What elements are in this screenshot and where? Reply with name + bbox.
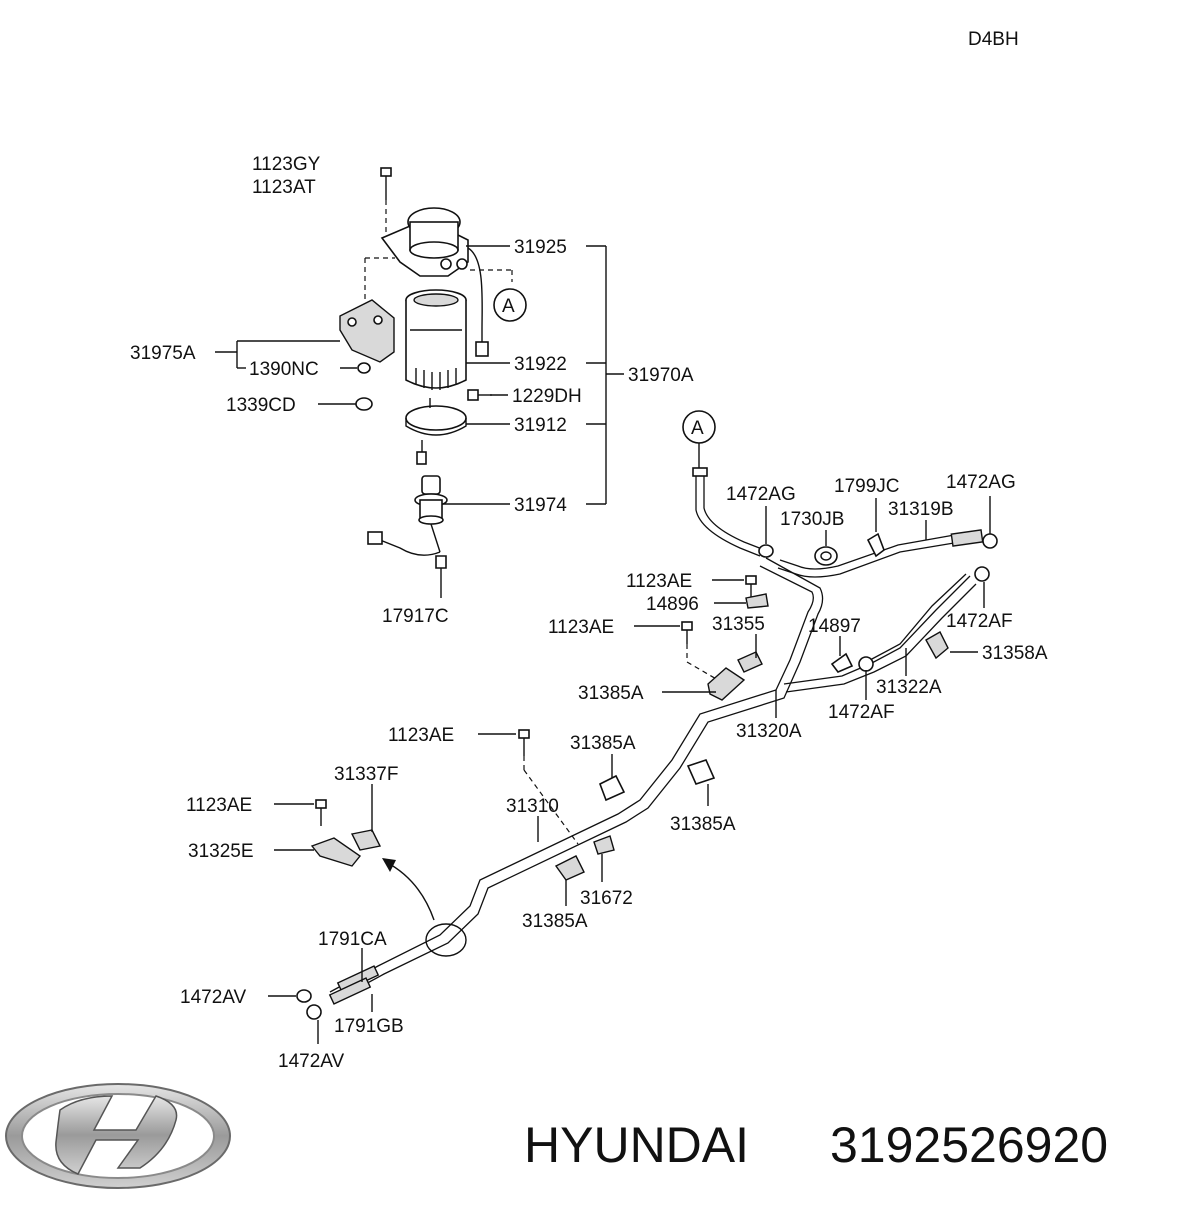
part-label: 1123GY [252, 154, 321, 175]
part-label: 31385A [578, 683, 644, 704]
hose-clamp-icon [306, 1004, 322, 1020]
part-label: 31385A [670, 814, 736, 835]
pipe-clip-icon [350, 829, 382, 851]
pipe-clip-icon [737, 651, 763, 673]
mounting-bracket-icon [339, 299, 395, 363]
part-label: 31912 [514, 415, 567, 436]
part-label: 1791CA [318, 929, 387, 950]
part-label: 31922 [514, 354, 567, 375]
detail-circle [425, 923, 467, 957]
part-label: 31970A [628, 365, 694, 386]
filter-clamp-band-icon [405, 398, 467, 465]
part-label: 31974 [514, 495, 567, 516]
brand-name: HYUNDAI [524, 1117, 749, 1173]
bolt-icon [518, 729, 579, 845]
part-label: 31385A [522, 911, 588, 932]
part-label: 17917C [382, 606, 449, 627]
part-label: 31322A [876, 677, 942, 698]
fuel-filter-assembly: A [339, 167, 527, 578]
part-label: 1472AF [946, 611, 1013, 632]
callout-a-label-line: A [691, 418, 704, 439]
line-leaders [268, 496, 991, 1044]
bolt-icon [681, 621, 719, 681]
pipe-bracket-icon [310, 837, 362, 867]
part-label: 31337F [334, 764, 398, 785]
fuel-filter-cartridge-icon [405, 289, 467, 390]
pipe-bracket-icon [554, 855, 585, 881]
pipe-clip-icon [745, 593, 769, 609]
hose-clamp-icon [858, 656, 874, 672]
part-label: 1472AV [278, 1051, 345, 1072]
part-label: 14896 [646, 594, 699, 615]
part-label: 1791GB [334, 1016, 404, 1037]
part-label: 1472AV [180, 987, 247, 1008]
part-label: 31358A [982, 643, 1048, 664]
nut-icon [357, 362, 371, 374]
detail-arrow [385, 861, 435, 921]
part-label: 31355 [712, 614, 765, 635]
callout-a-marker-top [493, 288, 527, 322]
part-label: 1472AG [726, 484, 796, 505]
water-sensor-icon [367, 475, 448, 578]
part-label: 1339CD [226, 395, 296, 416]
grommet-icon [814, 546, 838, 566]
part-label: 1123AE [548, 617, 614, 638]
hose-clip-icon [866, 532, 885, 558]
fuel-lines: A [296, 410, 998, 1020]
bolt-icon [745, 575, 757, 598]
callout-a-label-top: A [502, 296, 515, 317]
part-label: 31975A [130, 343, 196, 364]
nut-icon [355, 397, 373, 411]
part-label: 31385A [570, 733, 636, 754]
pipe-clip-icon [598, 774, 626, 802]
filter-leaders [215, 245, 624, 598]
bolt-icon [467, 389, 492, 401]
part-label: 1472AG [946, 472, 1016, 493]
hose-clamp-icon [758, 544, 774, 558]
part-number: 3192526920 [830, 1117, 1108, 1173]
hose-clamp-icon [296, 989, 312, 1003]
part-labels: 1123GY 1123AT 31925 31975A 1390NC 31922 … [130, 154, 1048, 1072]
pipe-bracket-icon [707, 667, 746, 701]
part-label: 1123AT [252, 177, 316, 198]
part-label: 1730JB [780, 509, 844, 530]
part-label: 1123AE [626, 571, 692, 592]
part-label: 1229DH [512, 386, 582, 407]
part-label: 14897 [808, 616, 861, 637]
part-label: 31325E [188, 841, 254, 862]
hose-clamp-icon [982, 533, 998, 549]
part-label: 1123AE [186, 795, 252, 816]
part-label: 1390NC [249, 359, 319, 380]
part-label: 1472AF [828, 702, 895, 723]
pipe-clip-icon [830, 652, 854, 673]
part-label: 31925 [514, 237, 567, 258]
part-label: 1799JC [834, 476, 900, 497]
bolt-icon [380, 167, 392, 232]
part-label: 31320A [736, 721, 802, 742]
part-label: 31310 [506, 796, 559, 817]
part-label: 1123AE [388, 725, 454, 746]
hose-clamp-icon [974, 566, 990, 582]
engine-code-label: D4BH [968, 29, 1019, 50]
part-label: 31319B [888, 499, 954, 520]
bolt-icon [315, 799, 327, 826]
pipe-bracket-icon [925, 631, 949, 660]
part-label: 31672 [580, 888, 633, 909]
filter-head-icon [380, 207, 469, 277]
pipe-clip-icon [686, 759, 716, 785]
pipe-clip-icon [593, 835, 615, 855]
hyundai-logo-icon [5, 1083, 231, 1189]
